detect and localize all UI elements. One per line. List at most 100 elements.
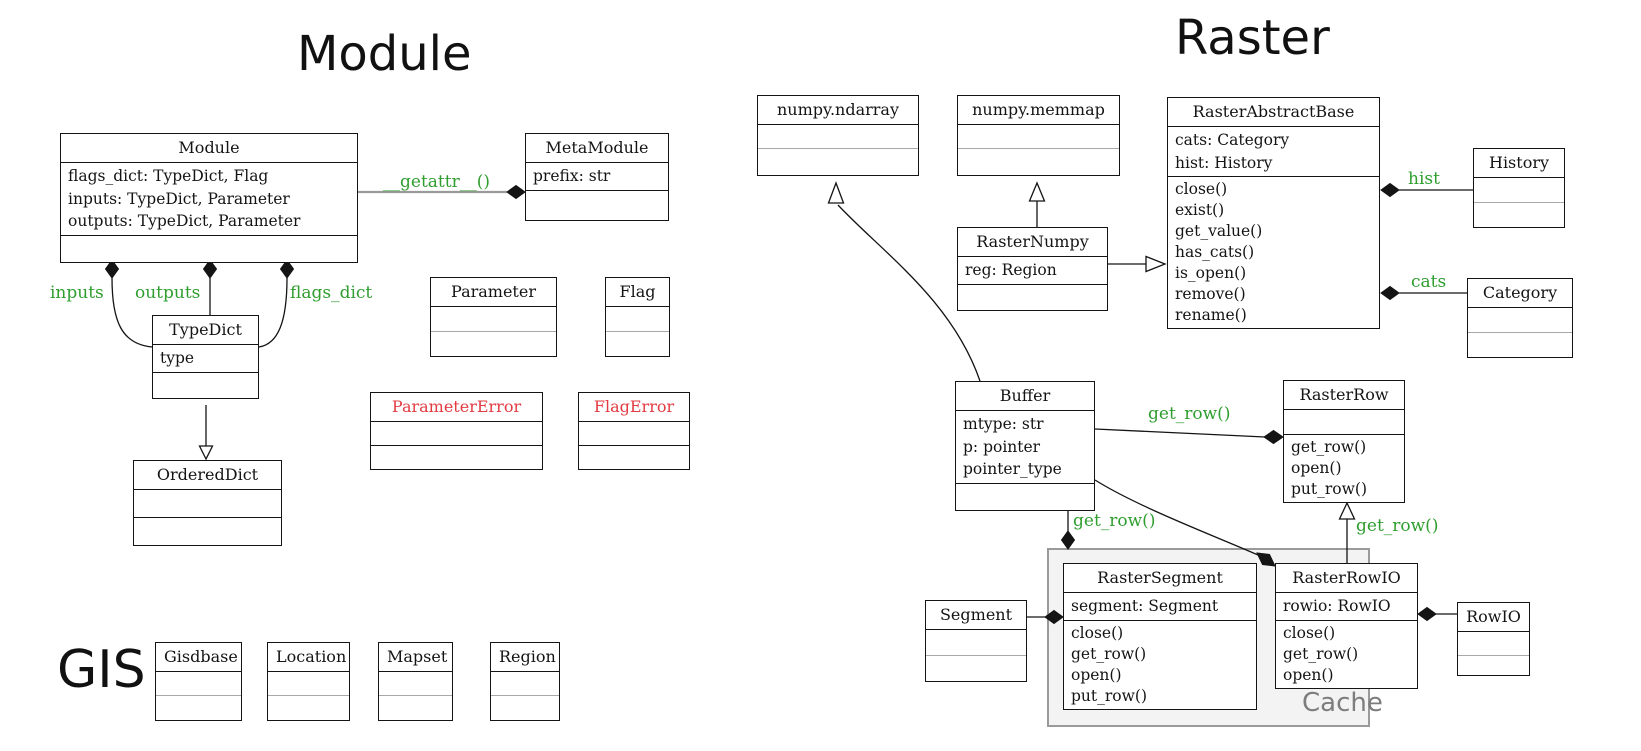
- attributes-section-empty: [379, 671, 452, 695]
- methods-section-empty: [491, 695, 559, 720]
- attribute: flags_dict: TypeDict, Flag: [68, 167, 269, 185]
- class-box-rasternumpy: RasterNumpy reg: Region: [957, 227, 1108, 311]
- class-title: Parameter: [451, 282, 536, 301]
- methods-section-empty: [268, 695, 349, 720]
- edge-label-get-row-rasterrow: get_row(): [1148, 404, 1231, 424]
- methods-section-empty: [758, 148, 918, 175]
- class-box-segment: Segment: [925, 600, 1027, 682]
- methods-section-empty: [958, 148, 1119, 175]
- attributes-section-empty: [926, 629, 1026, 655]
- class-title: OrderedDict: [156, 465, 259, 484]
- attributes-section-empty: [431, 306, 556, 331]
- edge-label-getattr: __getattr__(): [383, 172, 490, 192]
- attributes-section-empty: [156, 671, 241, 695]
- class-box-location: Location: [267, 642, 350, 721]
- cache-label: Cache: [1302, 688, 1383, 718]
- method: get_row(): [1283, 644, 1359, 663]
- section-title-module: Module: [297, 26, 472, 82]
- attributes-section-empty: [1468, 307, 1572, 332]
- methods-section-empty: [1468, 332, 1572, 357]
- attribute: hist: History: [1175, 153, 1273, 172]
- attributes-section: reg: Region: [958, 256, 1107, 284]
- class-box-numpy-ndarray: numpy.ndarray: [757, 95, 919, 176]
- method: has_cats(): [1175, 243, 1255, 261]
- edge-label-cats: cats: [1411, 272, 1447, 292]
- class-title: History: [1488, 153, 1550, 172]
- section-title-gis: GIS: [57, 640, 146, 700]
- edge-rasterabstractbase-history: [1380, 182, 1473, 198]
- edge-module-metamodule: [357, 184, 526, 200]
- class-box-rastersegment: RasterSegment segment: Segment close() g…: [1063, 563, 1257, 710]
- attribute: outputs: TypeDict, Parameter: [68, 212, 301, 230]
- edge-typedict-ordereddict: [198, 405, 214, 461]
- class-title: RasterNumpy: [976, 232, 1089, 251]
- class-title: numpy.ndarray: [777, 100, 899, 119]
- attributes-section-empty: [134, 489, 281, 517]
- methods-section-empty: [526, 189, 668, 220]
- edge-label-hist: hist: [1408, 169, 1440, 189]
- method: get_value(): [1175, 222, 1263, 240]
- class-title: Mapset: [387, 647, 448, 666]
- class-title: Category: [1482, 283, 1558, 302]
- class-box-rasterabstractbase: RasterAbstractBase cats: Category hist: …: [1167, 97, 1380, 329]
- edge-label-flags-dict: flags_dict: [290, 283, 373, 303]
- edge-buffer-numpy-ndarray: [827, 181, 981, 382]
- attribute: pointer_type: [963, 460, 1062, 478]
- method: remove(): [1175, 285, 1246, 303]
- class-title: numpy.memmap: [972, 100, 1105, 119]
- class-box-gisdbase: Gisdbase: [155, 642, 242, 721]
- class-box-rowio: RowIO: [1457, 602, 1530, 676]
- methods-section-empty: [153, 371, 258, 398]
- class-box-flagerror: FlagError: [578, 392, 690, 470]
- edge-module-typedict-flags-dict: [258, 259, 295, 348]
- method: open(): [1283, 665, 1334, 684]
- class-box-numpy-memmap: numpy.memmap: [957, 95, 1120, 176]
- class-title: RasterRow: [1299, 385, 1389, 404]
- methods-section-empty: [61, 234, 357, 262]
- attributes-section: rowio: RowIO: [1276, 592, 1417, 620]
- attribute: type: [160, 349, 195, 367]
- class-title: RowIO: [1466, 607, 1521, 626]
- edge-module-typedict-outputs: [202, 259, 218, 315]
- method: open(): [1291, 459, 1342, 477]
- attribute: cats: Category: [1175, 131, 1290, 149]
- method: get_row(): [1291, 438, 1367, 456]
- class-box-category: Category: [1467, 278, 1573, 358]
- edge-buffer-rastersegment: [1060, 510, 1076, 550]
- class-title: Segment: [939, 605, 1013, 624]
- methods-section-empty: [431, 331, 556, 356]
- attributes-section-empty: [758, 124, 918, 148]
- methods-section-empty: [1458, 655, 1529, 675]
- methods-section-empty: [926, 655, 1026, 681]
- class-box-rasterrow: RasterRow get_row() open() put_row(): [1283, 380, 1405, 503]
- attribute: rowio: RowIO: [1283, 597, 1391, 615]
- method: get_row(): [1071, 644, 1147, 663]
- attributes-section: type: [153, 344, 258, 372]
- methods-section-empty: [134, 517, 281, 545]
- edge-buffer-rasterrow: [1094, 428, 1284, 445]
- attributes-section: prefix: str: [526, 162, 668, 190]
- edge-label-get-row-rasterrowio: get_row(): [1356, 516, 1439, 536]
- edge-label-inputs: inputs: [50, 283, 104, 303]
- edge-rasterrowio-rasterrow: [1338, 501, 1356, 563]
- class-box-region: Region: [490, 642, 560, 721]
- method: put_row(): [1291, 480, 1367, 498]
- attributes-section-empty: [491, 671, 559, 695]
- class-title: Region: [499, 647, 556, 666]
- attribute: prefix: str: [533, 167, 611, 185]
- edge-label-outputs: outputs: [135, 283, 201, 303]
- class-title: Gisdbase: [164, 647, 238, 666]
- class-title: ParameterError: [391, 397, 522, 416]
- attribute: segment: Segment: [1071, 597, 1219, 615]
- edge-module-typedict-inputs: [104, 259, 153, 348]
- methods-section-empty: [1474, 202, 1564, 227]
- class-box-typedict: TypeDict type: [152, 315, 259, 399]
- methods-section: get_row() open() put_row(): [1284, 434, 1404, 502]
- class-box-flag: Flag: [605, 277, 670, 357]
- class-title: MetaModule: [545, 138, 649, 157]
- class-box-metamodule: MetaModule prefix: str: [525, 133, 669, 221]
- attributes-section: mtype: str p: pointer pointer_type: [956, 410, 1094, 483]
- methods-section: close() get_row() open() put_row(): [1064, 619, 1256, 709]
- attributes-section-empty: [606, 306, 669, 331]
- class-box-module: Module flags_dict: TypeDict, Flag inputs…: [60, 133, 358, 263]
